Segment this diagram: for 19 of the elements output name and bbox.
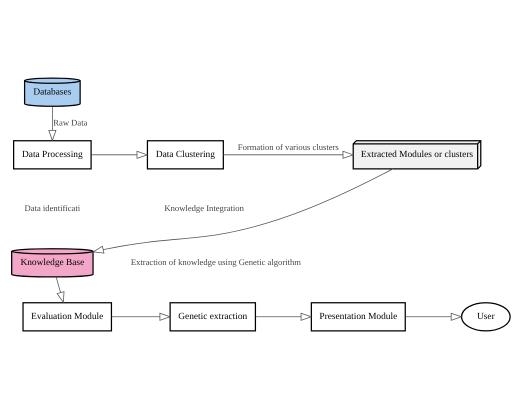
arrow: [111, 312, 172, 320]
label: Knowledge Integration: [164, 202, 244, 212]
node-box: Data Processing: [13, 140, 92, 170]
arrow: [90, 150, 148, 158]
arrow: [405, 312, 463, 320]
arrow: [48, 106, 56, 142]
node-box: Presentation Module: [310, 302, 406, 331]
arrow: [255, 312, 312, 320]
arrow: [222, 150, 354, 158]
node-box: Evaluation Module: [22, 302, 112, 331]
node-box: Data Clustering: [146, 140, 224, 170]
edge-label: Raw Data: [53, 117, 88, 128]
arrow: [56, 276, 64, 303]
label: Data identificati: [24, 202, 80, 212]
label: Extraction of knowledge using Genetic algorithm: [130, 256, 301, 266]
node-box: Genetic extraction: [170, 302, 256, 331]
arrow: [92, 168, 394, 254]
node-ellipse: User: [460, 302, 511, 331]
edge-label: Formation of various clusters: [238, 141, 339, 152]
